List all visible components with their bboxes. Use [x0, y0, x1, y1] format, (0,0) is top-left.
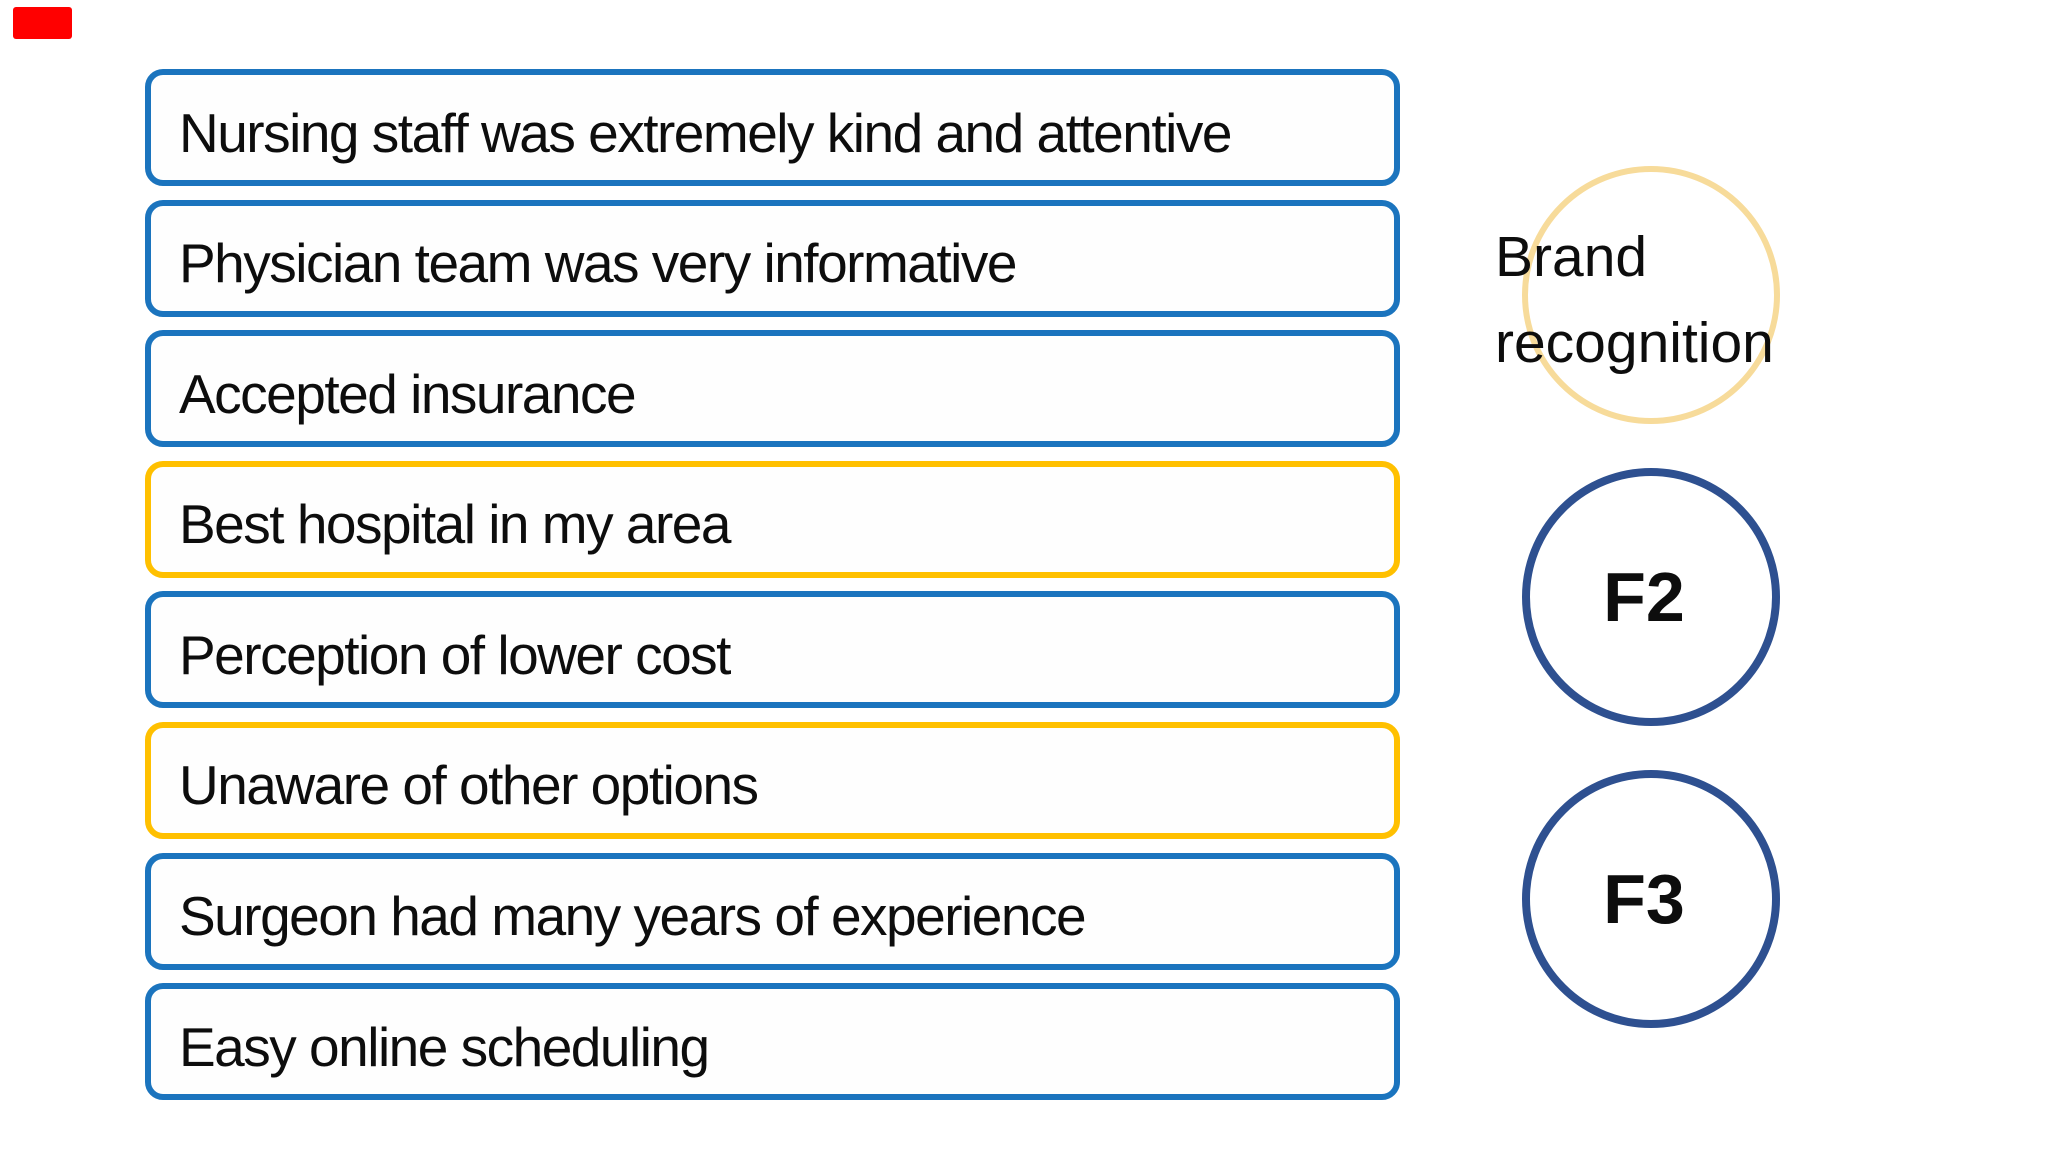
factor-box: Nursing staff was extremely kind and att…	[145, 69, 1400, 186]
factor-box: Best hospital in my area	[145, 460, 1400, 578]
factor-box: Unaware of other options	[145, 721, 1400, 839]
factor-box: Perception of lower cost	[145, 591, 1400, 709]
factor-label: Perception of lower cost	[179, 623, 731, 686]
factor-label: Easy online scheduling	[179, 1015, 710, 1078]
f3-circle: F3	[1522, 770, 1780, 1028]
factor-label: Surgeon had many years of experience	[179, 885, 1087, 948]
factor-label: Accepted insurance	[179, 362, 637, 425]
factor-label: Physician team was very informative	[179, 232, 1017, 295]
factor-list: Nursing staff was extremely kind and att…	[145, 69, 1400, 1101]
factor-box: Easy online scheduling	[145, 983, 1400, 1101]
f3-label: F3	[1603, 860, 1685, 938]
f2-circle: F2	[1522, 468, 1780, 726]
brand-recognition-circle	[1522, 166, 1780, 424]
factor-box: Physician team was very informative	[145, 199, 1400, 317]
f2-label: F2	[1603, 558, 1685, 636]
red-marker	[13, 7, 72, 39]
factor-label: Best hospital in my area	[179, 493, 731, 556]
factor-box: Accepted insurance	[145, 330, 1400, 448]
brand-recognition-label: Brand recognition	[1495, 225, 1774, 375]
factor-box: Surgeon had many years of experience	[145, 852, 1400, 970]
factor-label: Nursing staff was extremely kind and att…	[179, 101, 1232, 164]
factor-label: Unaware of other options	[179, 754, 759, 817]
